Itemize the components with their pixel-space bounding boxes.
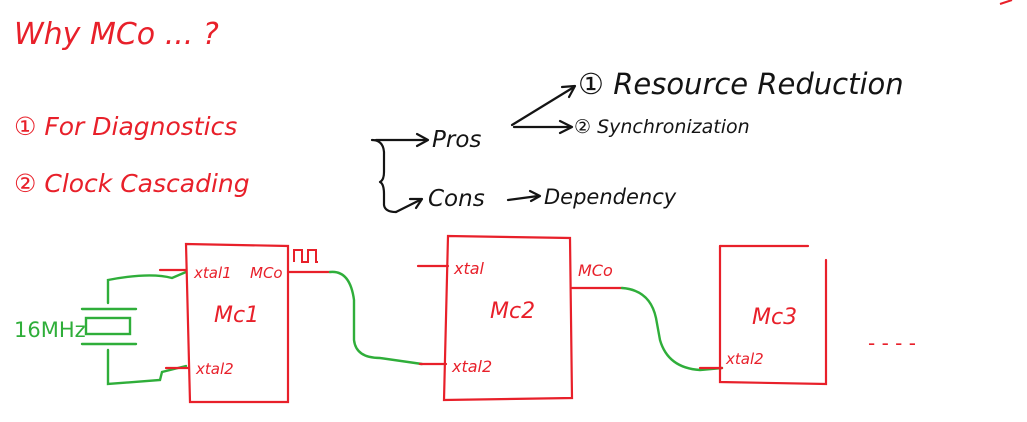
- crystal-body: [84, 316, 132, 336]
- mc1-pin-xtal1-label: xtal1: [193, 264, 232, 282]
- mc3-outline-body: [718, 244, 828, 386]
- crystal-oscillator: [80, 270, 188, 386]
- mc3-name-label: Mc3: [752, 305, 797, 330]
- mc2-name-label: Mc2: [490, 299, 535, 324]
- mc3-box: [698, 244, 828, 386]
- arrow-to-cons-head: [408, 197, 424, 210]
- arrow-to-pros-head: [415, 132, 430, 148]
- crystal-wire-bottom: [106, 348, 188, 386]
- wire-mc2-to-mc3: [620, 286, 724, 372]
- reason-clock-cascading: ② Clock Cascading: [14, 169, 250, 198]
- crystal-wire-top: [106, 270, 188, 305]
- mc2-pin-xtal1-label: xtal: [453, 259, 485, 278]
- title-text: Why MCo ... ?: [14, 17, 219, 52]
- pros-label: Pros: [432, 127, 481, 153]
- arrow-to-cons: [394, 198, 422, 214]
- cons-dependency: Dependency: [544, 185, 677, 209]
- curly-brace: [370, 138, 398, 214]
- reason-for-diagnostics: ① For Diagnostics: [14, 112, 237, 141]
- mc1-pin-mco-label: MCo: [250, 264, 283, 282]
- mc1-pin-xtal2-label: xtal2: [195, 360, 234, 378]
- mc2-pin-xtal2-label: xtal2: [451, 357, 492, 376]
- mc2-pin-mco-label: MCo: [578, 261, 613, 280]
- mc2-outline: [442, 234, 574, 402]
- arrow-to-resource-reduction-head: [560, 84, 577, 99]
- mc2-box: [416, 234, 624, 402]
- arrow-to-dependency: [506, 194, 540, 202]
- crystal-label: 16MHz: [14, 318, 86, 342]
- cons-label: Cons: [428, 186, 485, 212]
- pros-synchronization: ② Synchronization: [574, 116, 750, 138]
- wire-mc1-to-mc2: [328, 270, 424, 366]
- mc3-pin-xtal2-label: xtal2: [725, 350, 764, 368]
- mc1-pulse-symbol: [293, 249, 318, 263]
- mc1-name-label: Mc1: [214, 303, 259, 328]
- pros-resource-reduction: ① Resource Reduction: [578, 67, 904, 101]
- arrow-to-resource-reduction: [510, 85, 576, 127]
- brace-and-arrows: [370, 84, 577, 214]
- continuation-dashes: - - - -: [868, 331, 916, 355]
- mc1-outline: [184, 242, 290, 404]
- edge-mark: [999, 0, 1013, 5]
- mc1-box: [158, 242, 332, 404]
- arrow-to-synchronization-head: [558, 119, 574, 135]
- arrow-to-dependency-head: [528, 189, 542, 203]
